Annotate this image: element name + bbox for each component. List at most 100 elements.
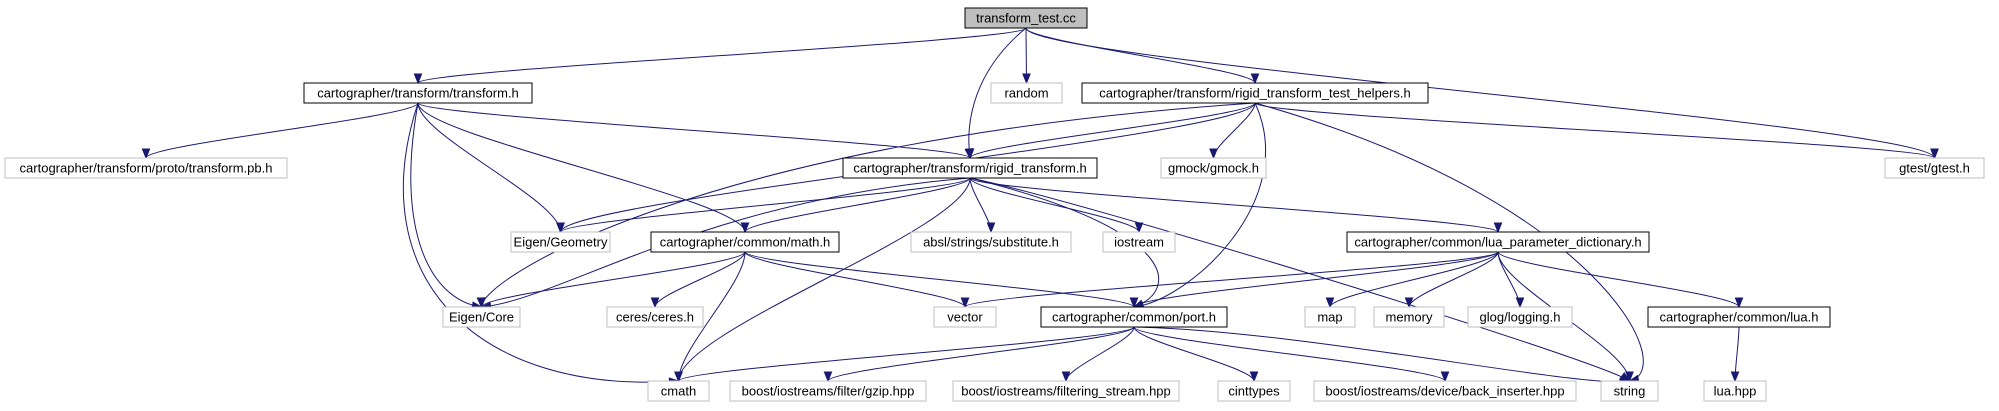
edge-math-to-ceres [650, 251, 746, 309]
node-map: map [1304, 306, 1356, 328]
edge-rtth-to-rigid-line [969, 102, 1256, 159]
node-absl: absl/strings/substitute.h [910, 231, 1072, 253]
edge-luapd-to-vector-arrowhead [960, 297, 970, 309]
edge-luapd-to-glog [1497, 251, 1525, 309]
edge-rtth-to-gmock-arrowhead [1209, 148, 1218, 160]
node-box [1600, 380, 1659, 402]
node-box [990, 82, 1063, 104]
edge-rigid-to-math-line [744, 177, 971, 233]
node-box [1313, 380, 1577, 402]
edge-port-to-cmath [674, 326, 1135, 383]
node-glog: glog/logging.h [1467, 306, 1573, 328]
edge-port-to-gzip [823, 326, 1135, 383]
node-label: gtest/gtest.h [1899, 161, 1970, 176]
edge-math-to-vector-line [744, 251, 966, 308]
node-label: gmock/gmock.h [1168, 161, 1259, 176]
node-cmath: cmath [647, 380, 710, 402]
edge-luapd-to-vector [960, 251, 1499, 309]
edge-rigid-to-math-arrowhead [740, 222, 750, 234]
edge-luapd-to-map-arrowhead [1325, 297, 1335, 309]
node-ceres: ceres/ceres.h [606, 306, 704, 328]
edge-root-to-rigid-line [968, 27, 1027, 159]
edge-transform-to-protopb [141, 102, 419, 160]
node-label: map [1317, 310, 1342, 325]
node-vector: vector [933, 306, 997, 328]
node-transform[interactable]: cartographer/transform/transform.h [303, 82, 533, 104]
node-label: ceres/ceres.h [616, 310, 694, 325]
edge-port-to-backins-arrowhead [1440, 371, 1450, 383]
node-root[interactable]: transform_test.cc [964, 7, 1088, 29]
edge-rigid-to-port-line [969, 177, 1160, 308]
node-box [952, 380, 1180, 402]
edge-rigid-to-geometry [556, 177, 971, 234]
node-protopb: cartographer/transform/proto/transform.p… [4, 157, 288, 179]
node-box [729, 380, 927, 402]
node-box [510, 231, 611, 253]
edge-luapd-to-vector-line [964, 251, 1499, 308]
edge-transform-to-rigid [417, 102, 975, 160]
edge-root-to-rtth-arrowhead [1250, 73, 1260, 85]
node-box [1346, 231, 1650, 253]
node-label: cartographer/common/lua.h [1660, 310, 1819, 325]
edge-lua-to-luahpp [1730, 326, 1740, 383]
edge-math-to-cmath-line [678, 251, 746, 382]
edge-port-to-cinttypes-arrowhead [1249, 371, 1259, 383]
edge-rigid-to-absl [969, 177, 996, 234]
node-label: transform_test.cc [976, 11, 1076, 26]
node-luapd[interactable]: cartographer/common/lua_parameter_dictio… [1346, 231, 1650, 253]
edge-port-to-gzip-line [827, 326, 1135, 382]
node-box [4, 157, 288, 179]
edge-rigid-to-luapd-line [969, 177, 1499, 233]
edge-luapd-to-map [1325, 251, 1499, 309]
edge-port-to-cinttypes-line [1133, 326, 1255, 382]
node-box [442, 306, 521, 328]
node-box [1373, 306, 1445, 328]
edge-math-to-ceres-arrowhead [650, 297, 660, 309]
edge-luapd-to-memory-arrowhead [1404, 297, 1414, 309]
edge-port-to-cinttypes [1133, 326, 1259, 383]
edge-rigid-to-geometry-line [560, 177, 971, 233]
edge-luapd-to-lua-line [1497, 251, 1740, 308]
edge-luapd-to-memory-line [1408, 251, 1499, 308]
node-random: random [990, 82, 1063, 104]
node-box [1217, 380, 1291, 402]
edge-rigid-to-iostream-arrowhead [1134, 222, 1144, 234]
edge-root-to-rtth-line [1025, 27, 1256, 84]
edge-port-to-filtering-arrowhead [1061, 371, 1071, 383]
edge-luapd-to-port-arrowhead [1129, 297, 1139, 309]
node-label: lua.hpp [1714, 384, 1757, 399]
node-label: cartographer/common/math.h [660, 235, 831, 250]
node-box [303, 82, 533, 104]
node-box [1304, 306, 1356, 328]
node-box [606, 306, 704, 328]
edge-luapd-to-port-line [1133, 251, 1499, 308]
node-box [1884, 157, 1985, 179]
edge-rigid-to-luapd [969, 177, 1503, 234]
edge-math-to-core-arrowhead [477, 297, 486, 309]
node-box [842, 157, 1098, 179]
edge-math-to-port [744, 251, 1139, 309]
node-math[interactable]: cartographer/common/math.h [650, 231, 840, 253]
edges-layer [141, 27, 1939, 388]
node-box [647, 380, 710, 402]
node-label: cartographer/common/lua_parameter_dictio… [1354, 235, 1641, 250]
node-rtth[interactable]: cartographer/transform/rigid_transform_t… [1081, 82, 1429, 104]
node-box [964, 7, 1088, 29]
node-port[interactable]: cartographer/common/port.h [1040, 306, 1228, 328]
node-lua[interactable]: cartographer/common/lua.h [1647, 306, 1831, 328]
edge-transform-to-protopb-arrowhead [141, 148, 151, 160]
node-label: boost/iostreams/filtering_stream.hpp [961, 384, 1171, 399]
edge-rtth-to-rigid-arrowhead [965, 148, 975, 160]
edge-rtth-to-gtest [1254, 102, 1939, 160]
node-box [1467, 306, 1573, 328]
node-label: random [1004, 86, 1048, 101]
edge-rtth-to-rigid [965, 102, 1256, 160]
edge-port-to-cmath-line [678, 326, 1135, 382]
edge-port-to-backins [1133, 326, 1450, 383]
node-rigid[interactable]: cartographer/transform/rigid_transform.h [842, 157, 1098, 179]
node-box [1160, 157, 1267, 179]
edge-root-to-rtth [1025, 27, 1260, 85]
edge-transform-to-core [410, 102, 483, 311]
node-box [933, 306, 997, 328]
